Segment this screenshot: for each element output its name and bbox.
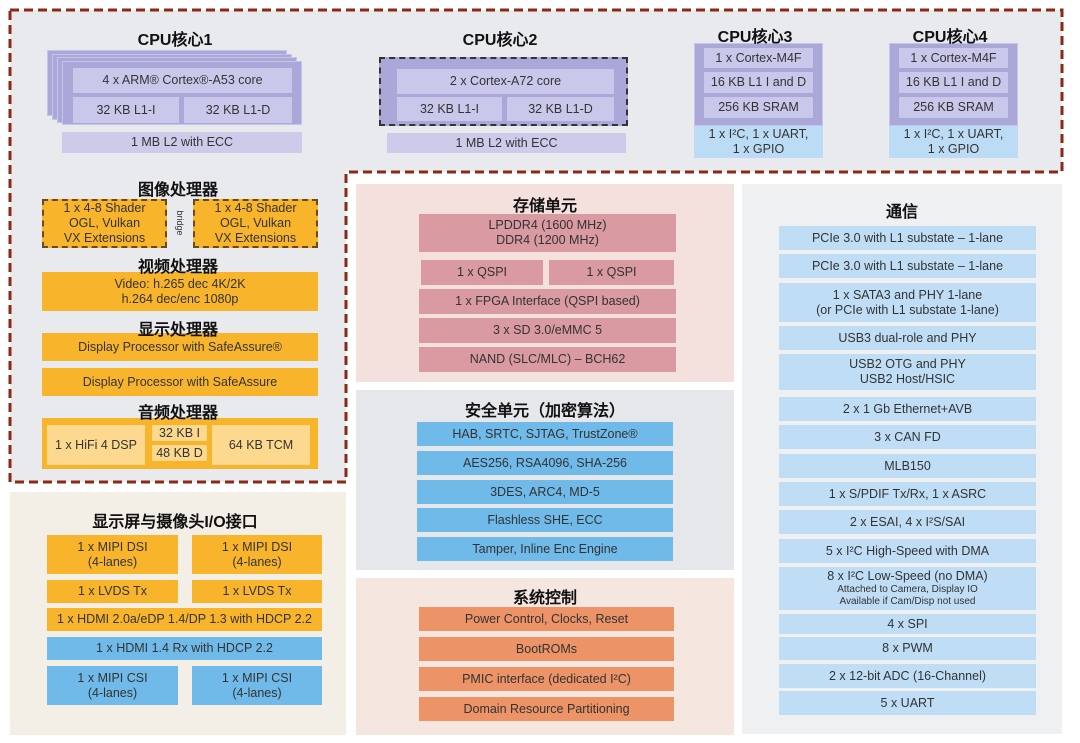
io-lvds-2: 1 x LVDS Tx [192,580,322,603]
io-hdmi-rx: 1 x HDMI 1.4 Rx with HDCP 2.2 [47,637,322,660]
comm-item: 5 x UART [779,691,1036,715]
system-control-item: Domain Resource Partitioning [419,697,674,721]
gpu-title: 图像处理器 [137,182,219,199]
cpu3-sram: 256 KB SRAM [704,97,813,118]
cpu1-l1i: 32 KB L1-I [73,97,179,123]
storage-nand: NAND (SLC/MLC) – BCH62 [419,347,676,372]
audio-icache: 32 KB I [152,425,207,441]
comm-item: 5 x I²C High-Speed with DMA [779,539,1036,563]
comm-item: 8 x I²C Low-Speed (no DMA)Attached to Ca… [779,567,1036,610]
dpu-2: Display Processor with SafeAssure [42,368,318,396]
comm-item: 2 x 1 Gb Ethernet+AVB [779,397,1036,421]
comm-item: 2 x 12-bit ADC (16-Channel) [779,664,1036,688]
comm-item: PCIe 3.0 with L1 substate – 1-lane [779,254,1036,278]
system-control-item: PMIC interface (dedicated I²C) [419,667,674,691]
cpu4-core: 1 x Cortex-M4F [899,48,1008,68]
cpu1-l2: 1 MB L2 with ECC [62,132,302,153]
dpu-title: 显示处理器 [137,322,219,339]
audio-tcm: 64 KB TCM [212,425,310,465]
io-dsi-2: 1 x MIPI DSI (4-lanes) [192,535,322,574]
comm-item: 2 x ESAI, 4 x I²S/SAI [779,510,1036,534]
system-control-item: BootROMs [419,637,674,661]
storage-qspi-2: 1 x QSPI [549,260,674,285]
cpu2-l1d: 32 KB L1-D [507,97,614,121]
comm-item: 1 x S/PDIF Tx/Rx, 1 x ASRC [779,482,1036,506]
comm-item: USB2 OTG and PHY USB2 Host/HSIC [779,354,1036,390]
cpu3-cache: 16 KB L1 I and D [704,72,813,93]
io-title: 显示屏与摄像头I/O接口 [92,514,258,531]
io-csi-1: 1 x MIPI CSI (4-lanes) [47,666,178,705]
io-hdmi-tx: 1 x HDMI 2.0a/eDP 1.4/DP 1.3 with HDCP 2… [47,608,322,631]
security-title: 安全单元（加密算法） [464,403,626,420]
comm-item: PCIe 3.0 with L1 substate – 1-lane [779,226,1036,250]
cpu1-l1d: 32 KB L1-D [184,97,292,123]
vpu-video: Video: h.265 dec 4K/2K h.264 dec/enc 108… [42,272,318,311]
cpu3-title: CPU核心3 [717,29,793,46]
gpu-bridge-label: bridge [175,210,186,236]
security-item: Flashless SHE, ECC [417,508,673,532]
cpu3-core: 1 x Cortex-M4F [704,48,813,68]
vpu-title: 视频处理器 [137,259,219,276]
cpu2-l1i: 32 KB L1-I [397,97,502,121]
security-item: HAB, SRTC, SJTAG, TrustZone® [417,422,673,446]
cpu2-core: 2 x Cortex-A72 core [397,69,614,94]
audio-dsp: 1 x HiFi 4 DSP [47,425,145,465]
gpu-shader-2: 1 x 4-8 Shader OGL, Vulkan VX Extensions [193,199,318,248]
cpu4-title: CPU核心4 [912,29,988,46]
cpu2-l2: 1 MB L2 with ECC [387,133,626,153]
storage-fpga: 1 x FPGA Interface (QSPI based) [419,289,676,314]
storage-ddr: LPDDR4 (1600 MHz) DDR4 (1200 MHz) [419,214,676,252]
gpu-shader-1: 1 x 4-8 Shader OGL, Vulkan VX Extensions [42,199,167,248]
storage-qspi-1: 1 x QSPI [421,260,543,285]
comm-item-note: Attached to Camera, Display IO Available… [837,584,978,607]
audio-dcache: 48 KB D [152,445,207,461]
system-control-item: Power Control, Clocks, Reset [419,607,674,631]
audio-title: 音频处理器 [137,405,219,422]
comm-item: 4 x SPI [779,614,1036,634]
storage-sd: 3 x SD 3.0/eMMC 5 [419,318,676,343]
security-item: Tamper, Inline Enc Engine [417,537,673,561]
comm-item: MLB150 [779,454,1036,478]
security-item: AES256, RSA4096, SHA-256 [417,451,673,475]
security-item: 3DES, ARC4, MD-5 [417,480,673,504]
storage-title: 存储单元 [512,198,578,215]
cpu4-sram: 256 KB SRAM [899,97,1008,118]
comm-title: 通信 [885,204,919,221]
cpu4-cache: 16 KB L1 I and D [899,72,1008,93]
comm-item: 1 x SATA3 and PHY 1-lane (or PCIe with L… [779,283,1036,322]
cpu3-io: 1 x I²C, 1 x UART, 1 x GPIO [694,126,823,158]
comm-item: 8 x PWM [779,637,1036,660]
cpu2-title: CPU核心2 [462,32,538,49]
cpu1-title: CPU核心1 [137,32,213,49]
cpu4-io: 1 x I²C, 1 x UART, 1 x GPIO [889,126,1018,158]
io-dsi-1: 1 x MIPI DSI (4-lanes) [47,535,178,574]
comm-item: USB3 dual-role and PHY [779,326,1036,350]
io-lvds-1: 1 x LVDS Tx [47,580,178,603]
cpu1-core: 4 x ARM® Cortex®-A53 core [73,68,292,93]
comm-item-label: 8 x I²C Low-Speed (no DMA) [827,569,988,583]
system-title: 系统控制 [512,590,578,607]
comm-item: 3 x CAN FD [779,425,1036,449]
io-csi-2: 1 x MIPI CSI (4-lanes) [192,666,322,705]
